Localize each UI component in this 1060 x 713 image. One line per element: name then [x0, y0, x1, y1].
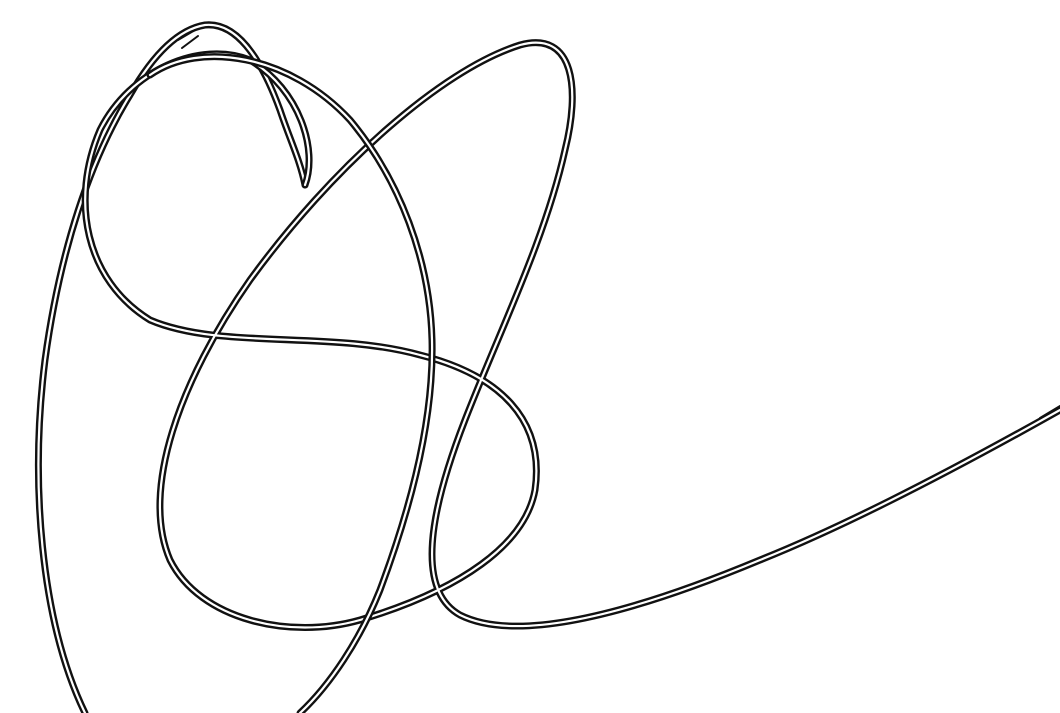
rope-left-outer-arc-core: [38, 25, 305, 713]
rope-top-left-loop: [85, 43, 1060, 628]
rope-strand-group: [38, 25, 1060, 713]
rope-left-outer-arc: [38, 25, 305, 713]
